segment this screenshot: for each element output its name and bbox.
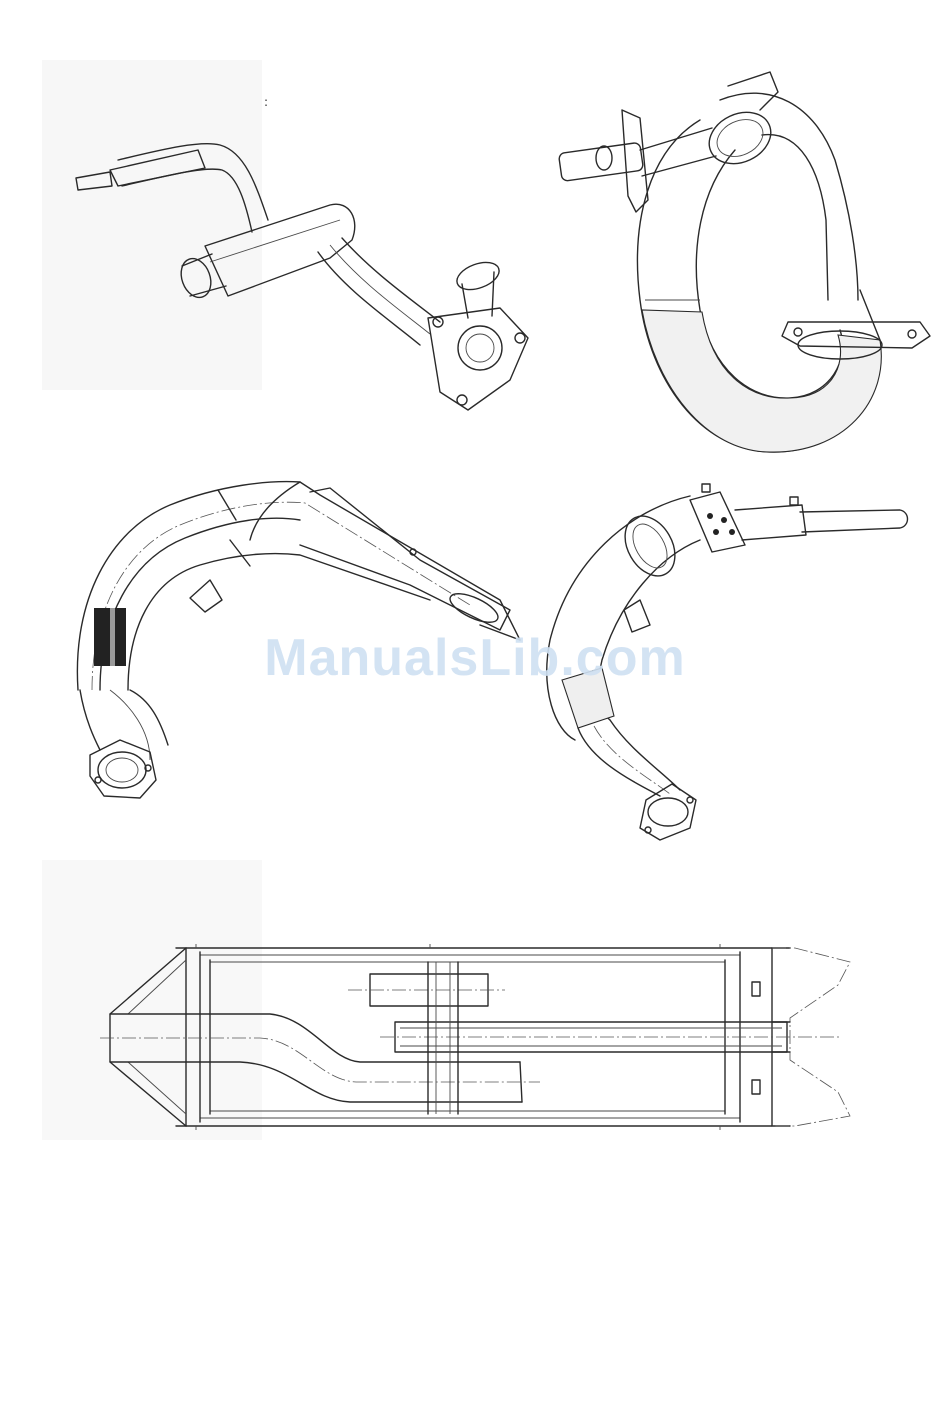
svg-text::: :: [264, 95, 268, 109]
expansion-chamber-upper-right: [558, 72, 930, 452]
scan-panel-left: [42, 60, 262, 390]
watermark-text: ManualsLib.com: [0, 628, 950, 688]
